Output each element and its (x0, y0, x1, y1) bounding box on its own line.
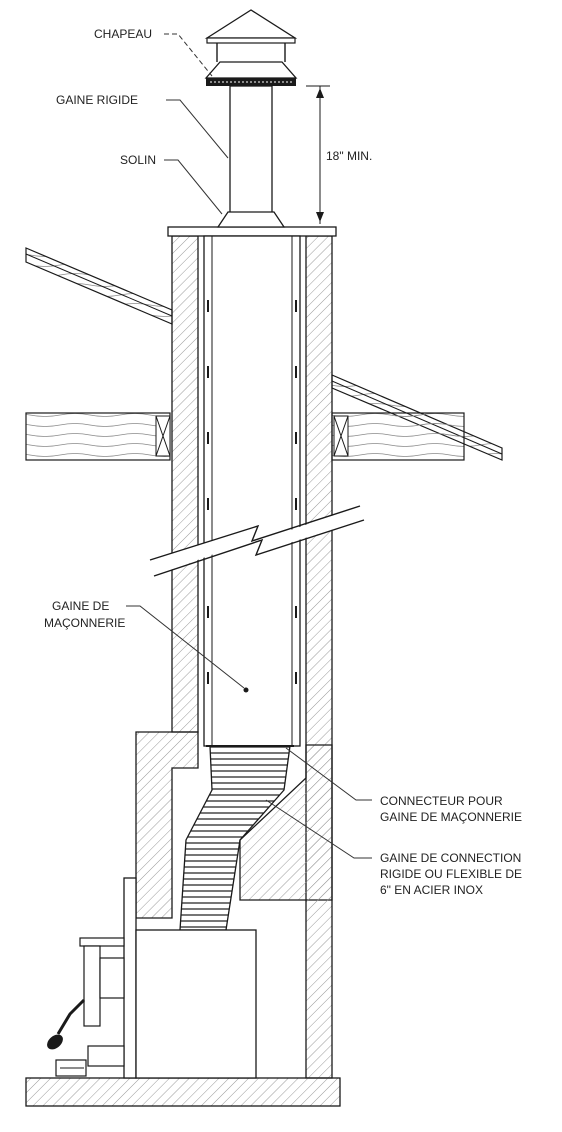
label-cap: CHAPEAU (94, 27, 152, 41)
masonry-chimney (25, 226, 341, 1107)
break-line (149, 505, 365, 577)
masonry-liner (203, 235, 301, 747)
label-connection-liner-line2: RIGIDE OU FLEXIBLE DE (380, 867, 522, 881)
label-connector-line1: CONNECTEUR POUR (380, 794, 503, 808)
leader-lines (126, 33, 372, 859)
label-masonry-liner-line2: MAÇONNERIE (44, 616, 125, 630)
floor-joist-left (25, 412, 171, 461)
roof-rafter-left (25, 247, 173, 325)
label-connector-line2: GAINE DE MAÇONNERIE (380, 810, 522, 824)
floor-joist-right (331, 412, 465, 461)
label-connection-liner-line1: GAINE DE CONNECTION (380, 851, 521, 865)
dimension-18-min (306, 85, 330, 224)
wood-stove (47, 877, 257, 1079)
chimney-cap (204, 9, 298, 86)
label-connection-liner-line3: 6" EN ACIER INOX (380, 883, 483, 897)
label-rigid-liner: GAINE RIGIDE (56, 93, 138, 107)
label-masonry-liner-line1: GAINE DE (52, 599, 109, 613)
label-min-height: 18" MIN. (326, 149, 372, 163)
label-flashing: SOLIN (120, 153, 156, 167)
rigid-liner-stack (216, 85, 286, 228)
